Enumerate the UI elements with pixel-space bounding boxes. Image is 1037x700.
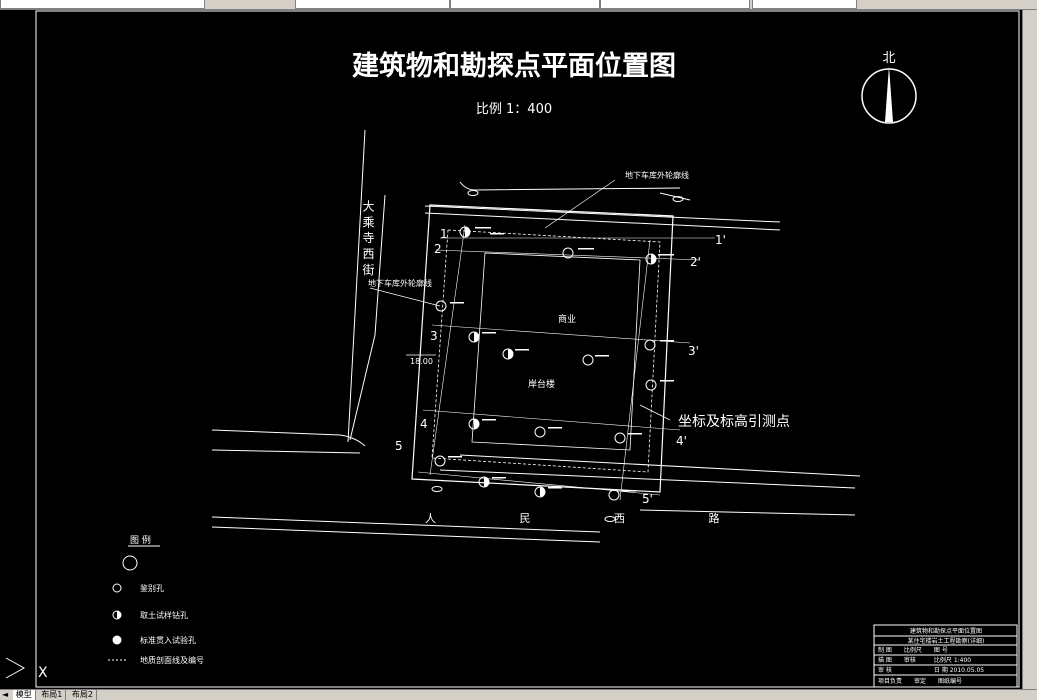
axis-3p: 3' bbox=[688, 344, 699, 358]
borehole-readings bbox=[448, 227, 674, 492]
axis-4: 4 bbox=[420, 417, 428, 431]
color-dropdown[interactable] bbox=[295, 0, 450, 9]
vertical-scrollbar[interactable] bbox=[1022, 10, 1037, 690]
building-label-podium: 岸台楼 bbox=[528, 378, 555, 390]
north-arrow-icon: 北 bbox=[861, 51, 917, 124]
axis-1p: 1' bbox=[715, 233, 726, 247]
south-street bbox=[211, 429, 861, 543]
legend: 图 例 鉴别孔 取土试样钻孔 标准贯入试验孔 地质剖面线及编号 bbox=[108, 534, 204, 665]
underground-label-left: 地下车库外轮廓线 bbox=[368, 278, 432, 288]
axis-5p: 5' bbox=[642, 492, 653, 506]
axis-3: 3 bbox=[430, 329, 438, 343]
layer-dropdown[interactable] bbox=[0, 0, 205, 9]
axis-5: 5 bbox=[395, 439, 403, 453]
drawing-frame bbox=[35, 10, 1020, 688]
drawing-title: 建筑物和勘探点平面位置图 bbox=[352, 50, 676, 82]
tb-row-3: 制 图 比例尺 图 号 bbox=[878, 646, 948, 654]
legend-title: 图 例 bbox=[130, 534, 151, 546]
borehole-fill bbox=[465, 227, 656, 497]
dimension-label: 18.00 bbox=[410, 357, 433, 366]
linetype-dropdown[interactable] bbox=[450, 0, 600, 9]
top-road bbox=[424, 181, 781, 231]
tab-layout2[interactable]: 布局2 bbox=[69, 690, 97, 700]
tb-row-4: 描 图 审核 比例尺 1:400 bbox=[878, 656, 971, 664]
tb-row-2: 某住宅楼岩土工程勘察(详细) bbox=[908, 637, 985, 645]
legend-item-1: 鉴别孔 bbox=[140, 583, 164, 593]
toolbar bbox=[0, 0, 1037, 10]
tab-nav-left-icon[interactable]: ◄ bbox=[2, 690, 9, 699]
coord-label: 坐标及标高引测点 bbox=[678, 413, 790, 430]
building-label-commercial: 商业 bbox=[558, 313, 576, 325]
tb-row-1: 建筑物和勘探点平面位置图 bbox=[910, 627, 982, 635]
benchmarks bbox=[431, 190, 684, 522]
layout-tabs: ◄ 模型 布局1 布局2 bbox=[0, 689, 1037, 700]
legend-item-3: 标准贯入试验孔 bbox=[140, 635, 196, 645]
underground-outline bbox=[431, 229, 661, 473]
north-label: 北 bbox=[882, 51, 895, 66]
west-street-label: 大 乘 寺 西 街 bbox=[361, 200, 375, 276]
underground-label-top: 地下车库外轮廓线 bbox=[625, 170, 689, 180]
site-boundary bbox=[411, 204, 674, 493]
ucs-icon: X bbox=[5, 657, 48, 681]
axis-4p: 4' bbox=[676, 434, 687, 448]
scale-label: 比例 1：400 bbox=[476, 102, 552, 117]
axis-2: 2 bbox=[434, 242, 442, 256]
legend-item-2: 取土试样钻孔 bbox=[140, 610, 188, 620]
west-street bbox=[347, 129, 386, 443]
tab-layout1[interactable]: 布局1 bbox=[38, 690, 67, 700]
building-outline bbox=[471, 252, 641, 451]
axis-labels: 1 2 3 4 5 1' 2' 3' 4' 5' bbox=[395, 227, 726, 506]
cad-drawing-canvas[interactable]: 建筑物和勘探点平面位置图 比例 1：400 北 大 乘 寺 西 街 人 民 西 … bbox=[0, 10, 1022, 690]
axis-2p: 2' bbox=[690, 255, 701, 269]
lineweight-dropdown[interactable] bbox=[600, 0, 750, 9]
plotstyle-dropdown[interactable] bbox=[752, 0, 857, 9]
south-street-label: 人 民 西 路 bbox=[425, 512, 760, 525]
tb-row-6: 项目负责 审定 图纸编号 bbox=[878, 677, 962, 685]
axis-1: 1 bbox=[440, 227, 448, 241]
svg-text:X: X bbox=[38, 665, 48, 681]
title-block: 建筑物和勘探点平面位置图 某住宅楼岩土工程勘察(详细) 制 图 比例尺 图 号 … bbox=[873, 624, 1018, 688]
tab-model[interactable]: 模型 bbox=[12, 690, 36, 700]
legend-item-4: 地质剖面线及编号 bbox=[140, 655, 204, 665]
tb-row-5: 审 核 日 期 2010.05.05 bbox=[878, 666, 984, 674]
